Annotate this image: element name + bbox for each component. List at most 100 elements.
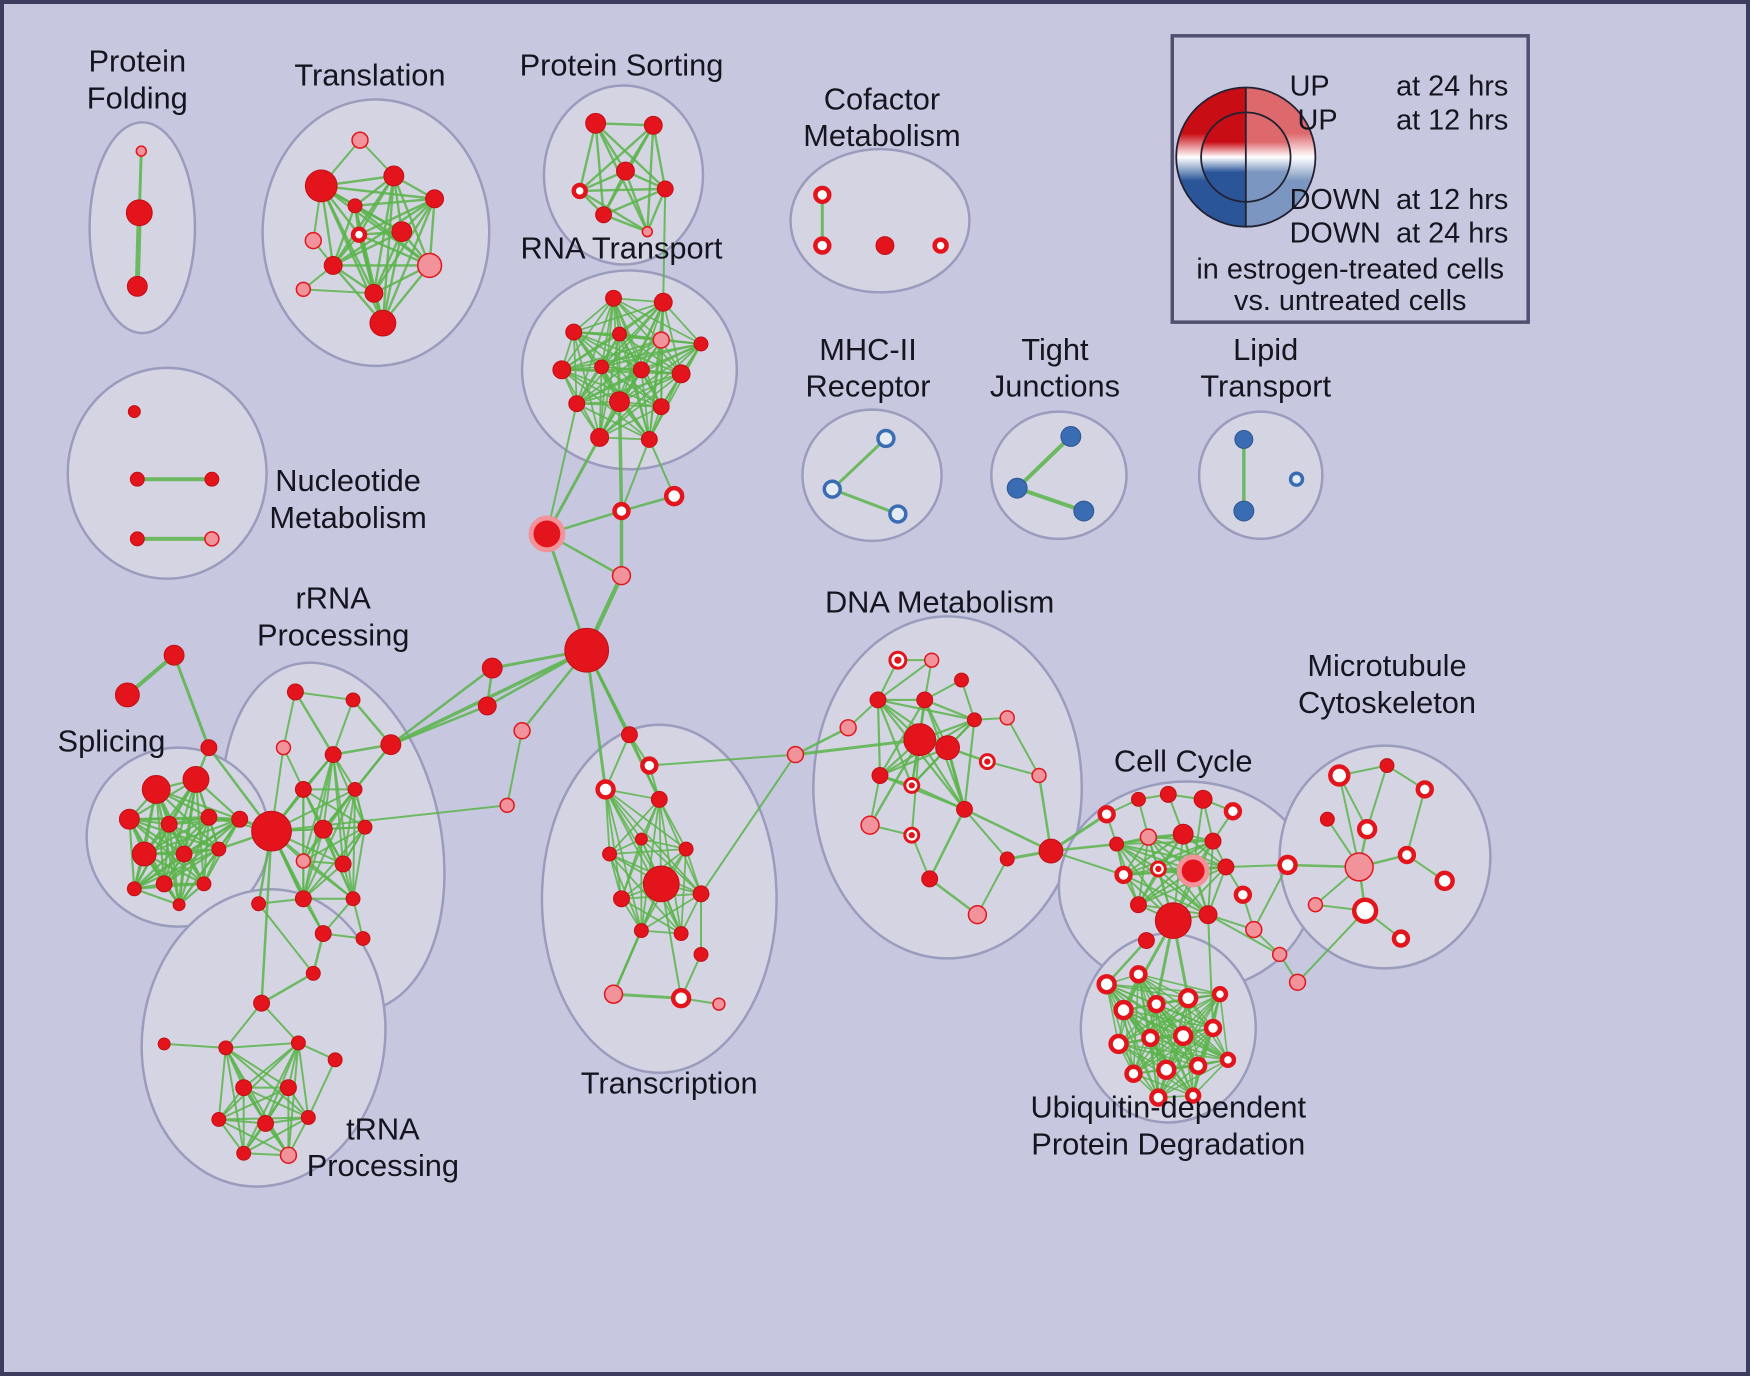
network-edge [1219,993,1229,1061]
network-edge [572,331,601,439]
network-node [129,531,145,547]
network-node [693,946,709,962]
network-edge [617,399,624,513]
network-edge [1405,788,1426,857]
network-edge [830,487,900,516]
network-node [1245,920,1263,939]
legend-up12-time: at 12 hrs [1396,104,1508,136]
node-core-dot [908,782,915,789]
network-node [235,1079,253,1097]
network-node [131,841,157,867]
network-edge [307,1058,337,1119]
network-edge [1105,983,1221,996]
network-edge [640,838,702,895]
network-node [1203,1018,1223,1038]
network-node [1096,974,1117,995]
network-node [641,225,654,238]
node-core-dot [984,758,991,765]
network-node [1379,758,1395,774]
network-edge [928,877,979,916]
node-core-dot [894,656,902,664]
network-edge [1006,716,1041,777]
network-edge [177,852,186,906]
network-node [1397,845,1417,865]
network-node [603,984,624,1004]
network-node [334,855,352,873]
network-edge [302,826,366,862]
network-node [1204,832,1222,850]
network-edge [224,1041,300,1049]
network-node [1233,500,1255,522]
network-node [211,1112,227,1127]
network-edge [1338,774,1361,868]
network-node [1234,430,1254,449]
network-node [813,185,832,205]
network-node [425,189,445,209]
network-edge [1296,909,1367,984]
network-node [157,1037,171,1051]
network-node [966,712,982,728]
legend-down12-time: at 12 hrs [1396,184,1508,216]
network-edge [578,124,655,193]
network-node [1188,1056,1208,1075]
network-edge [372,230,403,295]
network-node [642,865,680,903]
network-edge [612,992,683,1000]
network-edge [640,838,687,850]
legend-caption-line2: vs. untreated cells [1234,285,1466,317]
network-node [279,1079,297,1097]
network-edge [876,698,882,777]
network-node [200,808,218,826]
network-node [416,252,443,279]
network-edge [572,331,683,375]
network-edge [128,818,181,906]
network-edge [224,1046,310,1119]
network-node [932,237,949,254]
network-edge [560,333,621,371]
network-edge [578,122,597,193]
network-node [251,896,267,912]
network-edge [923,698,976,721]
network-node [257,1115,275,1132]
network-edge [217,1046,227,1121]
network-edge [602,187,667,216]
legend-up12-label: UP [1298,104,1338,136]
network-node [155,875,173,893]
network-node [253,994,271,1012]
legend: UP at 24 hrs UP at 12 hrs DOWN at 12 hrs… [1170,34,1530,324]
network-node [294,890,312,908]
network-edge [560,339,663,371]
network-node [1006,477,1028,499]
network-node [175,845,193,863]
network-node [481,657,503,679]
network-edge [242,1086,310,1119]
cluster-ellipse-lipid-transport [1197,410,1324,541]
network-node [118,808,140,830]
network-edge [652,124,667,191]
network-edge [331,230,403,267]
network-node [1277,854,1298,876]
network-node [350,226,368,243]
network-edge [660,882,683,1000]
cluster-label-rna-transport: RNA Transport [520,231,722,266]
network-edge [868,738,921,827]
network-edge [646,124,655,233]
cluster-ellipse-tight-junctions [990,410,1128,541]
cluster-ellipse-protein-folding [88,121,197,335]
network-node [585,112,607,134]
network-edge [381,230,403,325]
network-edge [963,808,1053,853]
network-edge [598,405,663,439]
network-node [279,1146,298,1164]
network-node [1319,811,1335,827]
network-edge [1165,1027,1214,1071]
network-edge [332,698,355,756]
network-node [125,199,153,227]
network-node [1415,780,1434,799]
network-node [364,283,384,303]
network-edge [1117,993,1221,1045]
network-node [1124,1064,1143,1083]
